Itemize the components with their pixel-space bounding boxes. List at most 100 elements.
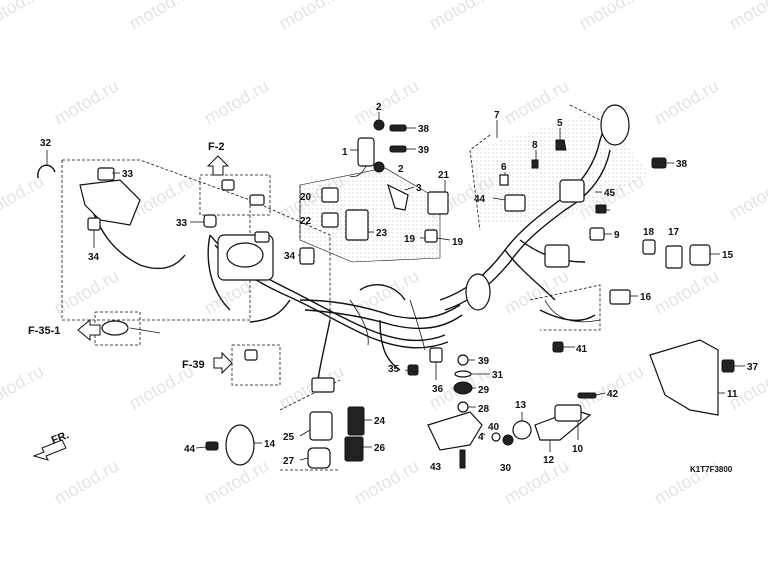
part-15 (689, 244, 711, 266)
callout-28: 28 (478, 404, 490, 415)
relay-22 (321, 212, 339, 228)
ref-f35-1: F-35-1 (28, 325, 60, 337)
callout-42: 43 (430, 462, 442, 473)
watermark-text-6: motod.ru (51, 76, 123, 129)
watermark-text-32: motod.ru (351, 456, 423, 509)
bolt-43 (205, 441, 219, 451)
callout-2: 2 (376, 102, 382, 113)
callout-29: 29 (478, 385, 490, 396)
left-arrow-icon-f35 (77, 318, 101, 342)
callout-9: 9 (614, 230, 620, 241)
callout-3: 3 (416, 183, 422, 194)
bolt-38-mid (389, 145, 407, 153)
callout-44a: 44 (474, 194, 486, 205)
callout-6: 6 (501, 162, 507, 173)
watermark-text-4: motod.ru (576, 0, 648, 33)
part-8 (531, 159, 539, 169)
bracket-cluster (79, 179, 141, 226)
f2-clip (221, 179, 235, 191)
part-26 (344, 436, 364, 462)
callout-40: 41 (576, 344, 588, 355)
callout-34b: 34 (284, 251, 296, 262)
callout-5: 5 (557, 118, 563, 129)
callout-17: 17 (668, 227, 680, 238)
watermark-text-2: motod.ru (276, 0, 348, 33)
ecu-4 (427, 411, 483, 451)
leader-lines (46, 112, 745, 461)
part-24 (347, 406, 365, 436)
connector-44 (504, 194, 526, 212)
front-arrow-icon (32, 439, 67, 461)
bolt-42 (459, 449, 466, 469)
callout-25: 25 (283, 432, 295, 443)
connector-right-lower (544, 244, 570, 268)
callout-30: 30 (500, 463, 512, 474)
part-34c (407, 364, 419, 376)
callout-8: 8 (532, 140, 538, 151)
watermark-text-7: motod.ru (201, 76, 273, 129)
watermark-text-28: motod.ru (576, 361, 648, 414)
diagram-code: K1T7F3800 (690, 465, 733, 474)
connector-33 (97, 167, 115, 181)
callout-33b: 33 (176, 218, 188, 229)
relay-19 (424, 229, 438, 243)
callout-38a: 38 (418, 124, 430, 135)
callout-16: 16 (640, 292, 652, 303)
f39-clip (244, 349, 258, 361)
watermark-text-30: motod.ru (51, 456, 123, 509)
part-18 (642, 239, 656, 255)
callout-36: 37 (747, 362, 759, 373)
bolt-38-top (389, 124, 407, 132)
relay-23 (345, 209, 369, 241)
collar-28 (457, 401, 469, 413)
part-17 (665, 245, 683, 269)
callout-14: 14 (264, 439, 276, 450)
callout-13: 13 (515, 400, 527, 411)
callout-labels: 1 2 2 3 4 5 6 7 8 9 10 11 12 13 14 15 16… (40, 102, 759, 474)
callout-19a: 19 (404, 234, 416, 245)
connector-right-mid (559, 179, 585, 203)
callout-24: 24 (374, 416, 386, 427)
callout-31: 31 (492, 370, 504, 381)
watermark-text-5: motod.ru (726, 0, 768, 33)
part-3 (387, 183, 409, 211)
coil-body (226, 242, 264, 268)
part-14 (225, 424, 255, 466)
callout-34c: 35 (388, 364, 400, 375)
watermark-text-17: motod.ru (726, 171, 768, 224)
clip-45 (595, 204, 607, 214)
callout-19b: 19 (452, 237, 464, 248)
nut-30 (502, 434, 514, 446)
relay-21 (427, 191, 449, 215)
watermark-text-3: motod.ru (426, 0, 498, 33)
watermark-text-22: motod.ru (651, 266, 723, 319)
part-35 (429, 347, 443, 363)
connector-left-mid (254, 231, 270, 243)
part-10 (554, 404, 582, 422)
washer-39 (457, 354, 469, 366)
washer-39b (491, 432, 501, 442)
callout-20: 20 (300, 192, 312, 203)
nut-2-top (373, 119, 385, 131)
watermark-text-21: motod.ru (501, 266, 573, 319)
watermark-text-20: motod.ru (351, 266, 423, 319)
watermark-text-10: motod.ru (651, 76, 723, 129)
relay-20 (321, 187, 339, 203)
connector-bottom-left (311, 377, 335, 393)
f2-clip-b (249, 194, 265, 206)
callout-15: 15 (722, 250, 734, 261)
callout-32: 32 (40, 138, 52, 149)
sensor-1 (357, 137, 375, 167)
callout-11: 11 (727, 389, 738, 400)
clip-36 (721, 359, 735, 373)
watermark-text-0: motod.ru (0, 0, 47, 33)
callout-27: 27 (283, 456, 295, 467)
up-arrow-icon (206, 155, 230, 176)
reference-markers: F-2 F-35-1 F-39 FR. (28, 141, 233, 461)
part-27 (307, 447, 331, 469)
part-25 (309, 411, 333, 441)
callout-38b: 39 (418, 145, 430, 156)
part-16 (609, 289, 631, 305)
callout-34a: 34 (88, 252, 100, 263)
